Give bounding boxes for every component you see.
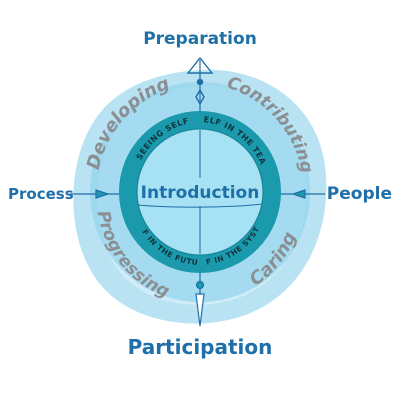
center-underline	[137, 203, 263, 208]
top-arrow-icon	[186, 56, 214, 74]
top-diamond-icon	[195, 88, 205, 106]
ring-inner-edge	[136, 128, 264, 256]
bottom-dot-icon	[195, 280, 205, 290]
center-ring	[119, 111, 281, 273]
label-preparation: Preparation	[143, 29, 257, 49]
label-process: Process	[8, 185, 74, 203]
label-participation: Participation	[128, 335, 273, 359]
top-dot-icon	[196, 78, 204, 86]
bottom-spike-icon	[195, 293, 205, 327]
center-label: Introduction	[141, 183, 260, 203]
top-ornament	[186, 56, 214, 106]
right-arrow-icon	[291, 189, 306, 199]
left-arrow-icon	[95, 189, 110, 199]
inner-disc	[138, 130, 262, 254]
label-people: People	[327, 184, 392, 204]
side-ornaments	[95, 189, 306, 199]
bottom-ornament	[195, 280, 205, 327]
